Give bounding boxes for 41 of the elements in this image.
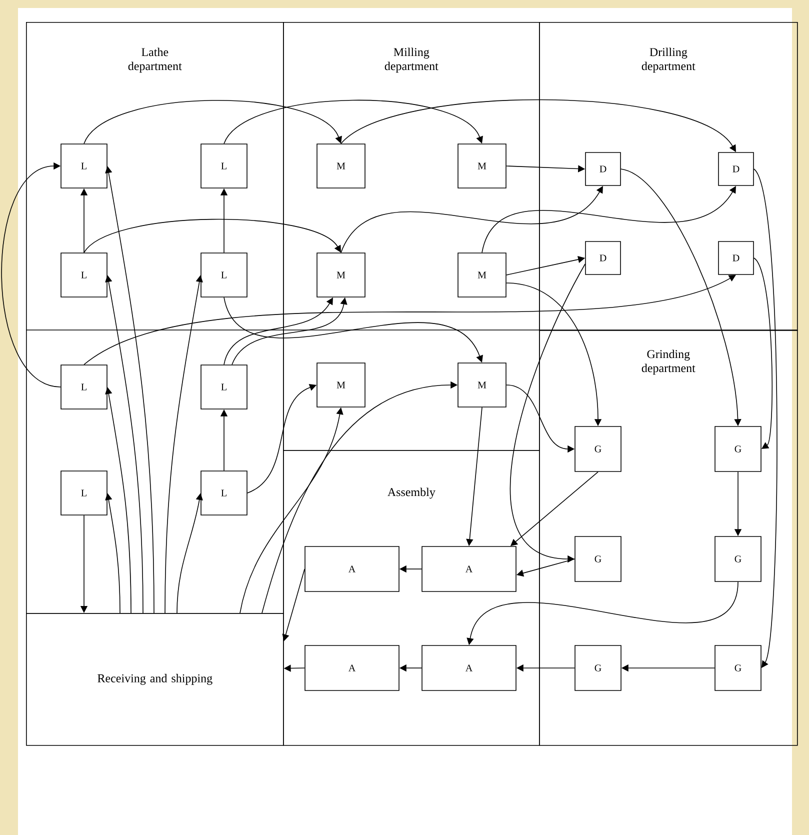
machine-box: G bbox=[574, 426, 622, 472]
machine-box: D bbox=[718, 241, 754, 275]
arrow bbox=[224, 100, 483, 144]
machine-box: A bbox=[422, 645, 516, 691]
machine-box: M bbox=[316, 144, 366, 188]
machine-box: L bbox=[200, 252, 248, 298]
arrow bbox=[176, 493, 203, 614]
arrow bbox=[754, 168, 778, 668]
machine-box: G bbox=[714, 426, 762, 472]
machine-box: G bbox=[574, 536, 622, 582]
machine-box: M bbox=[458, 362, 506, 408]
machine-box: L bbox=[200, 364, 248, 410]
machine-box: L bbox=[60, 364, 108, 410]
machine-box: A bbox=[304, 645, 400, 691]
arrow bbox=[105, 275, 144, 614]
machine-box: G bbox=[574, 645, 622, 691]
machine-box: D bbox=[585, 152, 621, 186]
machine-box: M bbox=[458, 144, 506, 188]
machine-box: M bbox=[316, 362, 366, 408]
machine-box: A bbox=[304, 546, 400, 592]
receiving-area: Receiving and shipping bbox=[26, 613, 284, 746]
arrow bbox=[164, 275, 203, 614]
arrow bbox=[84, 100, 342, 144]
arrow bbox=[84, 218, 341, 253]
arrow bbox=[105, 166, 154, 614]
arrow bbox=[1, 162, 61, 388]
machine-box: G bbox=[714, 536, 762, 582]
machine-box: G bbox=[714, 645, 762, 691]
arrow bbox=[105, 387, 132, 614]
machine-box: L bbox=[200, 144, 248, 188]
machine-box: D bbox=[585, 241, 621, 275]
machine-box: L bbox=[200, 470, 248, 516]
machine-box: L bbox=[60, 144, 108, 188]
arrow bbox=[105, 493, 120, 614]
machine-box: A bbox=[422, 546, 516, 592]
machine-box: M bbox=[458, 252, 506, 298]
machine-box: M bbox=[316, 252, 366, 298]
machine-box: L bbox=[60, 470, 108, 516]
machine-box: D bbox=[718, 152, 754, 186]
arrow bbox=[754, 258, 772, 449]
machine-box: L bbox=[60, 252, 108, 298]
